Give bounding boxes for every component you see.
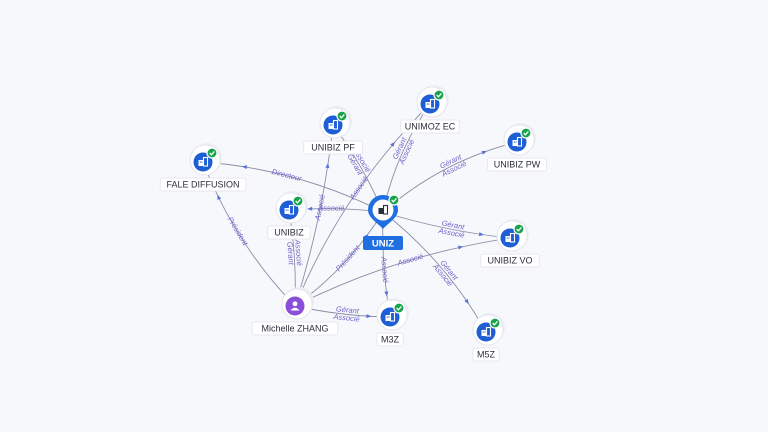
verified-icon xyxy=(206,147,218,159)
node-label-bg xyxy=(480,253,540,268)
nodes-layer: UNIZ FALE DIFFUSION UNIBIZ PF UNIMOZ EC UNIB… xyxy=(159,85,547,362)
building-icon xyxy=(512,136,523,147)
edge-label: Gérant xyxy=(285,242,296,266)
node-unibiz-pw[interactable]: UNIBIZ PW xyxy=(487,123,547,172)
main-label-bg xyxy=(363,236,403,250)
node-label-bg xyxy=(303,140,363,155)
node-label-bg xyxy=(251,321,339,336)
edge-label: Président xyxy=(334,243,362,273)
verified-icon xyxy=(292,195,304,207)
edge-label: Associé xyxy=(379,255,390,283)
node-label: FALE DIFFUSION xyxy=(166,180,239,190)
arrow-icon xyxy=(241,165,248,170)
verified-icon xyxy=(513,223,525,235)
arrow-icon xyxy=(457,245,464,250)
arrow-icon xyxy=(366,314,372,319)
node-label: M5Z xyxy=(477,350,496,360)
verified-icon xyxy=(336,110,348,122)
node-label-bg xyxy=(472,347,500,362)
node-label-bg xyxy=(159,177,247,192)
node-label-bg xyxy=(487,157,547,172)
node-m5z[interactable]: M5Z xyxy=(472,313,505,362)
building-icon xyxy=(505,232,516,243)
arrow-icon xyxy=(217,194,222,200)
edge-label: Directeur xyxy=(271,167,303,183)
node-label-bg xyxy=(267,225,311,240)
arrow-icon xyxy=(390,141,395,148)
arrow-icon xyxy=(481,150,487,155)
building-icon xyxy=(328,119,339,130)
arrow-icon xyxy=(307,206,313,211)
edge-line xyxy=(382,211,511,239)
edge-line xyxy=(202,161,384,213)
node-label: UNIBIZ VO xyxy=(487,256,532,266)
verified-icon xyxy=(433,89,445,101)
node-unibiz-pf[interactable]: UNIBIZ PF xyxy=(303,106,363,155)
edge-line xyxy=(294,237,511,307)
edge-label: Associé xyxy=(396,252,425,268)
edge-label: Associé xyxy=(347,175,370,202)
node-label-bg xyxy=(400,119,460,134)
node-label: UNIBIZ xyxy=(274,228,304,238)
edge-label: Associé xyxy=(293,238,304,266)
verified-icon xyxy=(489,317,501,329)
building-icon xyxy=(284,204,295,215)
node-uniz[interactable]: UNIZ xyxy=(363,194,403,250)
node-label: UNIBIZ PF xyxy=(311,143,355,153)
arrow-icon xyxy=(464,298,469,305)
building-icon xyxy=(481,326,492,337)
node-fale-diffusion[interactable]: FALE DIFFUSION xyxy=(159,143,247,192)
arrow-icon xyxy=(478,232,485,237)
node-unimoz-ec[interactable]: UNIMOZ EC xyxy=(400,85,460,134)
verified-icon xyxy=(520,127,532,139)
verified-icon xyxy=(393,302,405,314)
arrow-icon xyxy=(384,291,389,297)
node-label: UNIBIZ PW xyxy=(494,160,541,170)
edge-label: Gérant xyxy=(336,304,361,315)
edge-label: Associé xyxy=(317,203,344,212)
edge-label: Gérant xyxy=(441,218,466,231)
edge-label: Président xyxy=(226,215,251,248)
node-label: M3Z xyxy=(381,335,400,345)
edge-label: Associé xyxy=(332,312,360,324)
node-label: Michelle ZHANG xyxy=(261,324,328,334)
building-icon xyxy=(425,98,436,109)
building-icon xyxy=(378,204,389,215)
person-icon xyxy=(290,301,300,311)
edge-line xyxy=(382,211,487,333)
node-m3z[interactable]: M3Z xyxy=(376,298,409,347)
node-unibiz-vo[interactable]: UNIBIZ VO xyxy=(480,219,540,268)
arrow-icon xyxy=(325,162,330,169)
node-michelle-zhang[interactable]: Michelle ZHANG xyxy=(251,287,339,336)
node-label: UNIZ xyxy=(372,239,394,250)
verified-icon xyxy=(388,194,400,206)
node-unibiz[interactable]: UNIBIZ xyxy=(267,191,311,240)
building-icon xyxy=(385,311,396,322)
node-label-bg xyxy=(376,332,404,347)
building-icon xyxy=(198,156,209,167)
node-label: UNIMOZ EC xyxy=(405,122,456,132)
